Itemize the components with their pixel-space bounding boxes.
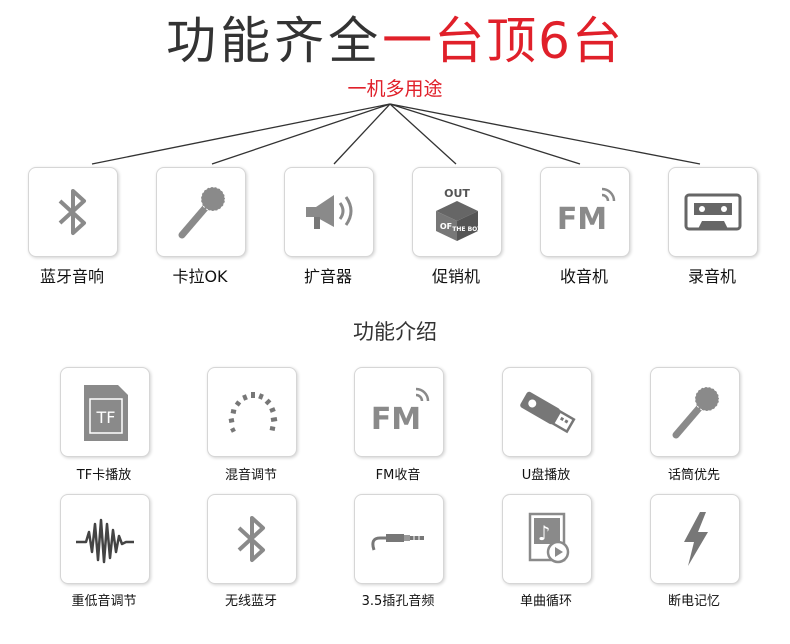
promo-tile: OUT OF THE BOX — [412, 167, 502, 257]
title-highlight: 一台顶6台 — [382, 12, 624, 70]
karaoke-tile — [156, 167, 246, 257]
usb-drive-icon — [520, 391, 576, 434]
box-text-out: OUT — [444, 187, 470, 200]
feature-label-2: 混音调节 — [224, 468, 277, 483]
section-title: 功能介绍 — [353, 320, 437, 344]
box-text-of: OF — [440, 222, 452, 231]
feature-label-10: 断电记忆 — [667, 594, 720, 609]
feature-tile-bluetooth — [207, 494, 297, 584]
microphone-icon — [672, 386, 720, 439]
music-file-icon: ♪ — [528, 512, 570, 564]
svg-text:♪: ♪ — [538, 521, 551, 545]
bluetooth-icon — [58, 189, 86, 235]
feature-tile-bass — [60, 494, 150, 584]
feature-label-8: 3.5插孔音频 — [361, 594, 435, 609]
feature-tile-jack — [354, 494, 444, 584]
feature-tile-repeat: ♪ — [502, 494, 592, 584]
fm-text-2: FM — [371, 402, 421, 437]
feature-tile-mixer — [207, 367, 297, 457]
sound-wave-icon — [76, 518, 134, 564]
feature-label-6: 重低音调节 — [71, 594, 137, 609]
fm-text: FM — [557, 202, 607, 237]
top-label-6: 录音机 — [687, 267, 736, 286]
feature-label-1: TF卡播放 — [76, 468, 132, 483]
tf-card-icon: TF — [84, 385, 128, 441]
feature-label-5: 话筒优先 — [667, 468, 720, 483]
feature-tile-tf: TF — [60, 367, 150, 457]
fm-radio-icon: FM — [371, 387, 430, 437]
title-main: 功能齐全 — [166, 12, 383, 70]
mixer-dial-icon — [228, 392, 278, 433]
radio-tile: FM — [540, 167, 630, 257]
feature-label-3: FM收音 — [375, 468, 421, 483]
recorder-tile — [668, 167, 758, 257]
cassette-tape-icon — [684, 193, 742, 231]
bluetooth-speaker-tile — [28, 167, 118, 257]
out-of-the-box-icon: OUT OF THE BOX — [436, 187, 482, 241]
lightning-icon — [684, 512, 708, 566]
bluetooth-icon — [237, 516, 265, 562]
megaphone-tile — [284, 167, 374, 257]
feature-tile-mic — [650, 367, 740, 457]
feature-tile-fm: FM — [354, 367, 444, 457]
feature-label-4: U盘播放 — [521, 468, 571, 483]
tf-text: TF — [96, 408, 116, 427]
feature-label-9: 单曲循环 — [519, 594, 572, 609]
microphone-icon — [178, 186, 226, 239]
top-label-1: 蓝牙音响 — [39, 267, 104, 286]
box-text-thebox: THE BOX — [452, 226, 482, 233]
fm-radio-icon: FM — [557, 187, 616, 237]
megaphone-icon — [306, 195, 353, 229]
top-label-4: 促销机 — [431, 267, 480, 286]
top-label-2: 卡拉OK — [172, 267, 228, 286]
subtitle: 一机多用途 — [347, 78, 443, 100]
page-title: 功能齐全一台顶6台 — [0, 8, 790, 74]
feature-tile-memory — [650, 494, 740, 584]
top-label-5: 收音机 — [559, 267, 608, 286]
connector-lines — [91, 103, 701, 165]
feature-tile-usb — [502, 367, 592, 457]
top-label-3: 扩音器 — [303, 267, 352, 286]
audio-jack-icon — [371, 534, 424, 551]
feature-label-7: 无线蓝牙 — [224, 594, 277, 609]
